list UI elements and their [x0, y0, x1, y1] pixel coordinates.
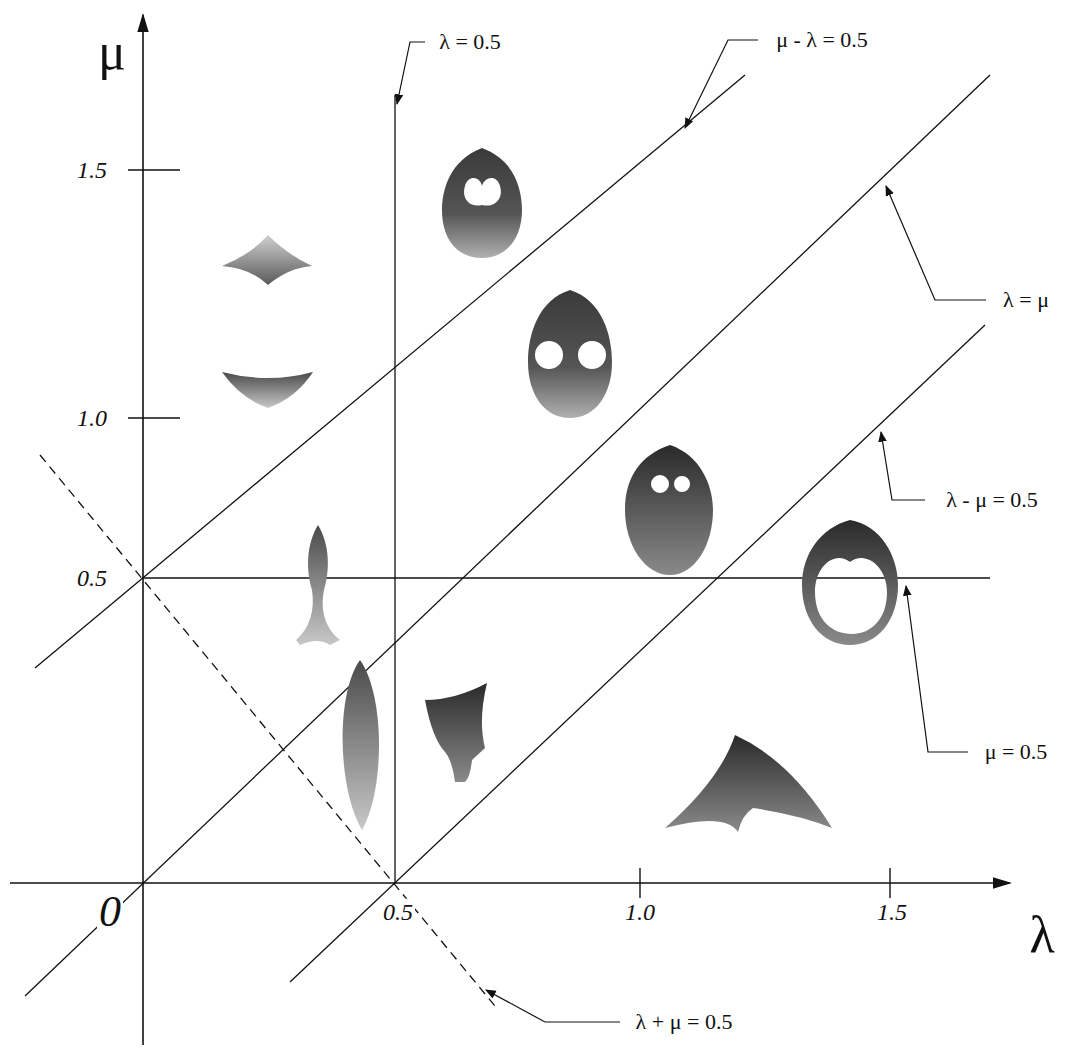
- tick-label: 1.5: [875, 899, 909, 925]
- line-callout: λ - μ = 0.5: [944, 488, 1040, 512]
- shape-wide-cap: [665, 735, 832, 832]
- shape-lens: [343, 660, 379, 830]
- shape-holed-egg: [442, 148, 522, 258]
- leader-line: [886, 186, 986, 300]
- shape-cup: [425, 683, 487, 782]
- boundary-line: [35, 75, 745, 668]
- dashed-boundary: [40, 455, 495, 1006]
- tick-label: 0.5: [75, 565, 109, 591]
- axis-name: μ: [96, 23, 128, 80]
- lambda-axis: [10, 882, 1010, 884]
- tick: [128, 169, 180, 170]
- boundary-line: [394, 95, 395, 883]
- boundary-line: [143, 577, 990, 578]
- leader-line: [881, 432, 925, 500]
- shape-bowl: [222, 372, 313, 408]
- line-callout: λ = 0.5: [437, 30, 503, 54]
- shape-two-hole-egg: [528, 290, 612, 418]
- shape-cap: [222, 235, 312, 285]
- leader-line: [397, 42, 425, 104]
- origin-label: 0: [97, 888, 123, 936]
- line-callout: μ - λ = 0.5: [774, 28, 870, 52]
- tick: [128, 417, 180, 418]
- line-callout: λ = μ: [1001, 288, 1051, 312]
- leader-line: [486, 990, 620, 1022]
- shape-dumbbell: [296, 525, 340, 645]
- axis-name: λ: [1027, 906, 1056, 963]
- boundary-line: [25, 75, 990, 996]
- shape-ring-egg: [802, 520, 898, 645]
- tick-label: 1.0: [75, 405, 109, 431]
- shape-small-hole-egg: [625, 445, 713, 575]
- leader-line: [685, 40, 758, 128]
- tick: [889, 868, 890, 898]
- tick-label: 1.0: [623, 899, 657, 925]
- tick-label: 1.5: [75, 157, 109, 183]
- leader-line: [906, 586, 968, 752]
- line-callout: μ = 0.5: [983, 740, 1050, 764]
- tick-label: 0.5: [381, 899, 415, 925]
- line-callout: λ + μ = 0.5: [634, 1010, 735, 1034]
- tick: [639, 868, 640, 898]
